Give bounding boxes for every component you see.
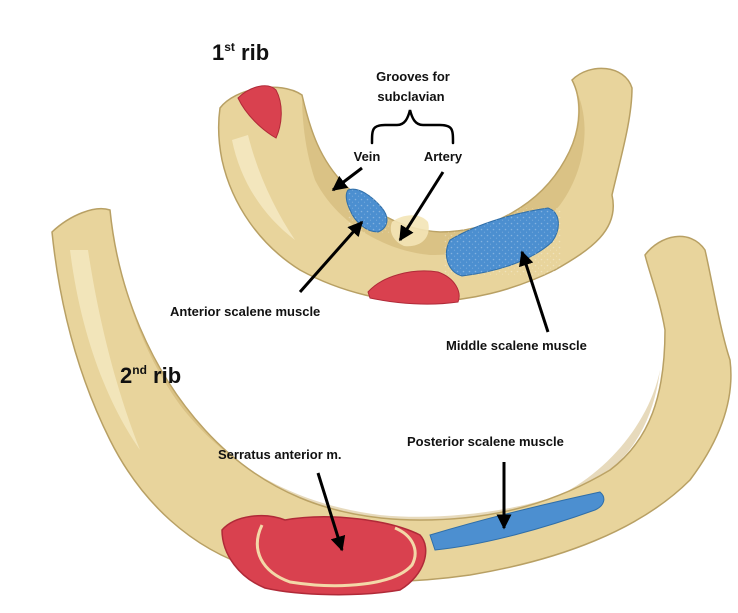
second-rib-highlight (70, 250, 140, 450)
first-rib-title: 1st rib (212, 40, 269, 65)
vein-arrow (331, 166, 363, 192)
first-rib-lower-red (367, 270, 460, 305)
middle-scalene-texture (444, 208, 562, 276)
first-rib (217, 67, 633, 305)
serratus-anterior-muscle (221, 514, 427, 596)
first-rib-origin-red (237, 85, 282, 139)
middle-scalene-arrow (519, 250, 550, 333)
anterior-scalene-label: Anterior scalene muscle (170, 304, 320, 319)
anterior-scalene-arrow (298, 220, 364, 293)
artery-arrow (398, 171, 445, 242)
serratus-anterior-arrow (316, 472, 346, 552)
serratus-anterior-muscle-border (255, 524, 417, 588)
grooves-label-line2: subclavian (377, 89, 444, 104)
second-rib-title: 2nd rib (120, 363, 181, 388)
grooves-label-line1: Grooves for (376, 69, 450, 84)
anterior-scalene-texture (348, 188, 390, 234)
grooves-brace (370, 109, 455, 145)
artery-label: Artery (424, 149, 463, 164)
first-rib-highlight (232, 135, 295, 240)
posterior-scalene-label: Posterior scalene muscle (407, 434, 564, 449)
serratus-anterior-label: Serratus anterior m. (218, 447, 342, 462)
middle-scalene-label: Middle scalene muscle (446, 338, 587, 353)
second-rib (51, 208, 732, 596)
vein-label: Vein (354, 149, 381, 164)
